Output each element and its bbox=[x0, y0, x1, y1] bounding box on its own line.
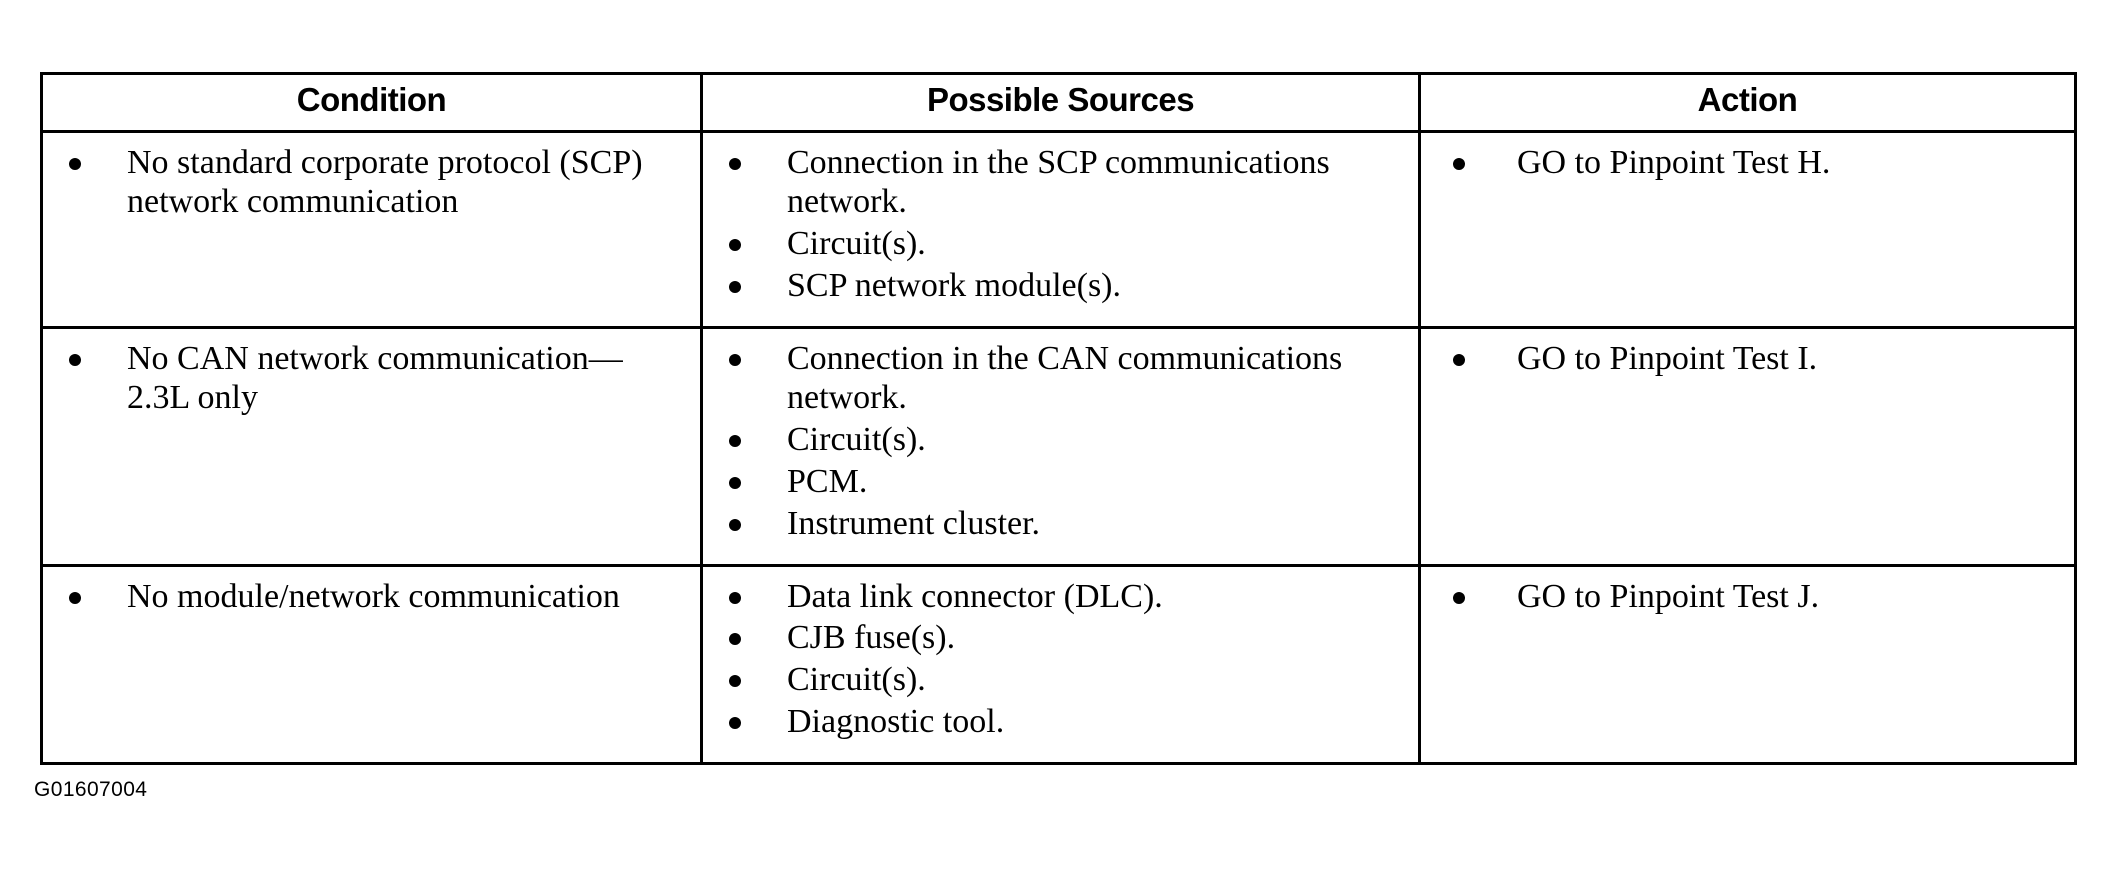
table-row: No CAN network communication— 2.3L only … bbox=[40, 325, 2077, 567]
bullet-dot-icon bbox=[729, 239, 741, 252]
bullet-list: GO to Pinpoint Test H. bbox=[1431, 143, 2064, 183]
figure-reference-label: G01607004 bbox=[34, 778, 148, 801]
bullet-list: Connection in the CAN communications net… bbox=[713, 339, 1408, 544]
list-item: Instrument cluster. bbox=[713, 504, 1408, 544]
bullet-dot-icon bbox=[729, 518, 741, 531]
cell-possible-sources: Connection in the SCP communications net… bbox=[700, 129, 1421, 329]
cell-possible-sources: Data link connector (DLC). CJB fuse(s). … bbox=[700, 563, 1421, 765]
table-header: Condition Possible Sources Action bbox=[40, 72, 2077, 133]
cell-condition: No module/network communication bbox=[40, 563, 703, 765]
bullet-dot-icon bbox=[1453, 157, 1465, 170]
bullet-dot-icon bbox=[729, 435, 741, 448]
bullet-dot-icon bbox=[1453, 353, 1465, 366]
bullet-dot-icon bbox=[1453, 591, 1465, 604]
list-item: No CAN network communication— 2.3L only bbox=[53, 339, 690, 419]
list-item: No standard corporate protocol (SCP) net… bbox=[53, 143, 690, 223]
bullet-list: No CAN network communication— 2.3L only bbox=[53, 339, 690, 419]
cell-action: GO to Pinpoint Test J. bbox=[1418, 563, 2077, 765]
bullet-dot-icon bbox=[69, 591, 81, 604]
bullet-dot-icon bbox=[69, 157, 81, 170]
bullet-list: Data link connector (DLC). CJB fuse(s). … bbox=[713, 577, 1408, 742]
bullet-list: No module/network communication bbox=[53, 577, 690, 617]
bullet-dot-icon bbox=[729, 280, 741, 293]
list-item: SCP network module(s). bbox=[713, 266, 1408, 306]
column-header-condition: Condition bbox=[40, 72, 703, 133]
column-header-possible-sources: Possible Sources bbox=[700, 72, 1421, 133]
cell-action: GO to Pinpoint Test H. bbox=[1418, 129, 2077, 329]
list-item: Circuit(s). bbox=[713, 420, 1408, 460]
list-item: No module/network communication bbox=[53, 577, 690, 617]
cell-possible-sources: Connection in the CAN communications net… bbox=[700, 325, 1421, 567]
cell-condition: No CAN network communication— 2.3L only bbox=[40, 325, 703, 567]
list-item: GO to Pinpoint Test I. bbox=[1431, 339, 2064, 379]
cell-action: GO to Pinpoint Test I. bbox=[1418, 325, 2077, 567]
table-row: No standard corporate protocol (SCP) net… bbox=[40, 129, 2077, 329]
list-item: Circuit(s). bbox=[713, 224, 1408, 264]
list-item: Diagnostic tool. bbox=[713, 702, 1408, 742]
list-item: GO to Pinpoint Test H. bbox=[1431, 143, 2064, 183]
list-item: CJB fuse(s). bbox=[713, 618, 1408, 658]
cell-condition: No standard corporate protocol (SCP) net… bbox=[40, 129, 703, 329]
bullet-dot-icon bbox=[729, 591, 741, 604]
list-item: Data link connector (DLC). bbox=[713, 577, 1408, 617]
bullet-dot-icon bbox=[729, 633, 741, 646]
bullet-dot-icon bbox=[729, 716, 741, 729]
table-header-row: Condition Possible Sources Action bbox=[40, 72, 2077, 133]
table-body: No standard corporate protocol (SCP) net… bbox=[40, 129, 2077, 765]
column-header-action: Action bbox=[1418, 72, 2077, 133]
bullet-list: No standard corporate protocol (SCP) net… bbox=[53, 143, 690, 223]
bullet-list: GO to Pinpoint Test I. bbox=[1431, 339, 2064, 379]
list-item: Connection in the CAN communications net… bbox=[713, 339, 1408, 419]
bullet-list: Connection in the SCP communications net… bbox=[713, 143, 1408, 306]
list-item: PCM. bbox=[713, 462, 1408, 502]
table-row: No module/network communication Data lin… bbox=[40, 563, 2077, 765]
bullet-dot-icon bbox=[729, 675, 741, 688]
diagnostic-table: Condition Possible Sources Action No sta… bbox=[40, 72, 2077, 765]
list-item: Circuit(s). bbox=[713, 660, 1408, 700]
diagnostic-table-container: Condition Possible Sources Action No sta… bbox=[40, 72, 2077, 765]
bullet-dot-icon bbox=[729, 157, 741, 170]
bullet-dot-icon bbox=[729, 477, 741, 489]
bullet-dot-icon bbox=[69, 353, 81, 366]
bullet-list: GO to Pinpoint Test J. bbox=[1431, 577, 2064, 617]
bullet-dot-icon bbox=[729, 353, 741, 366]
list-item: GO to Pinpoint Test J. bbox=[1431, 577, 2064, 617]
list-item: Connection in the SCP communications net… bbox=[713, 143, 1408, 223]
